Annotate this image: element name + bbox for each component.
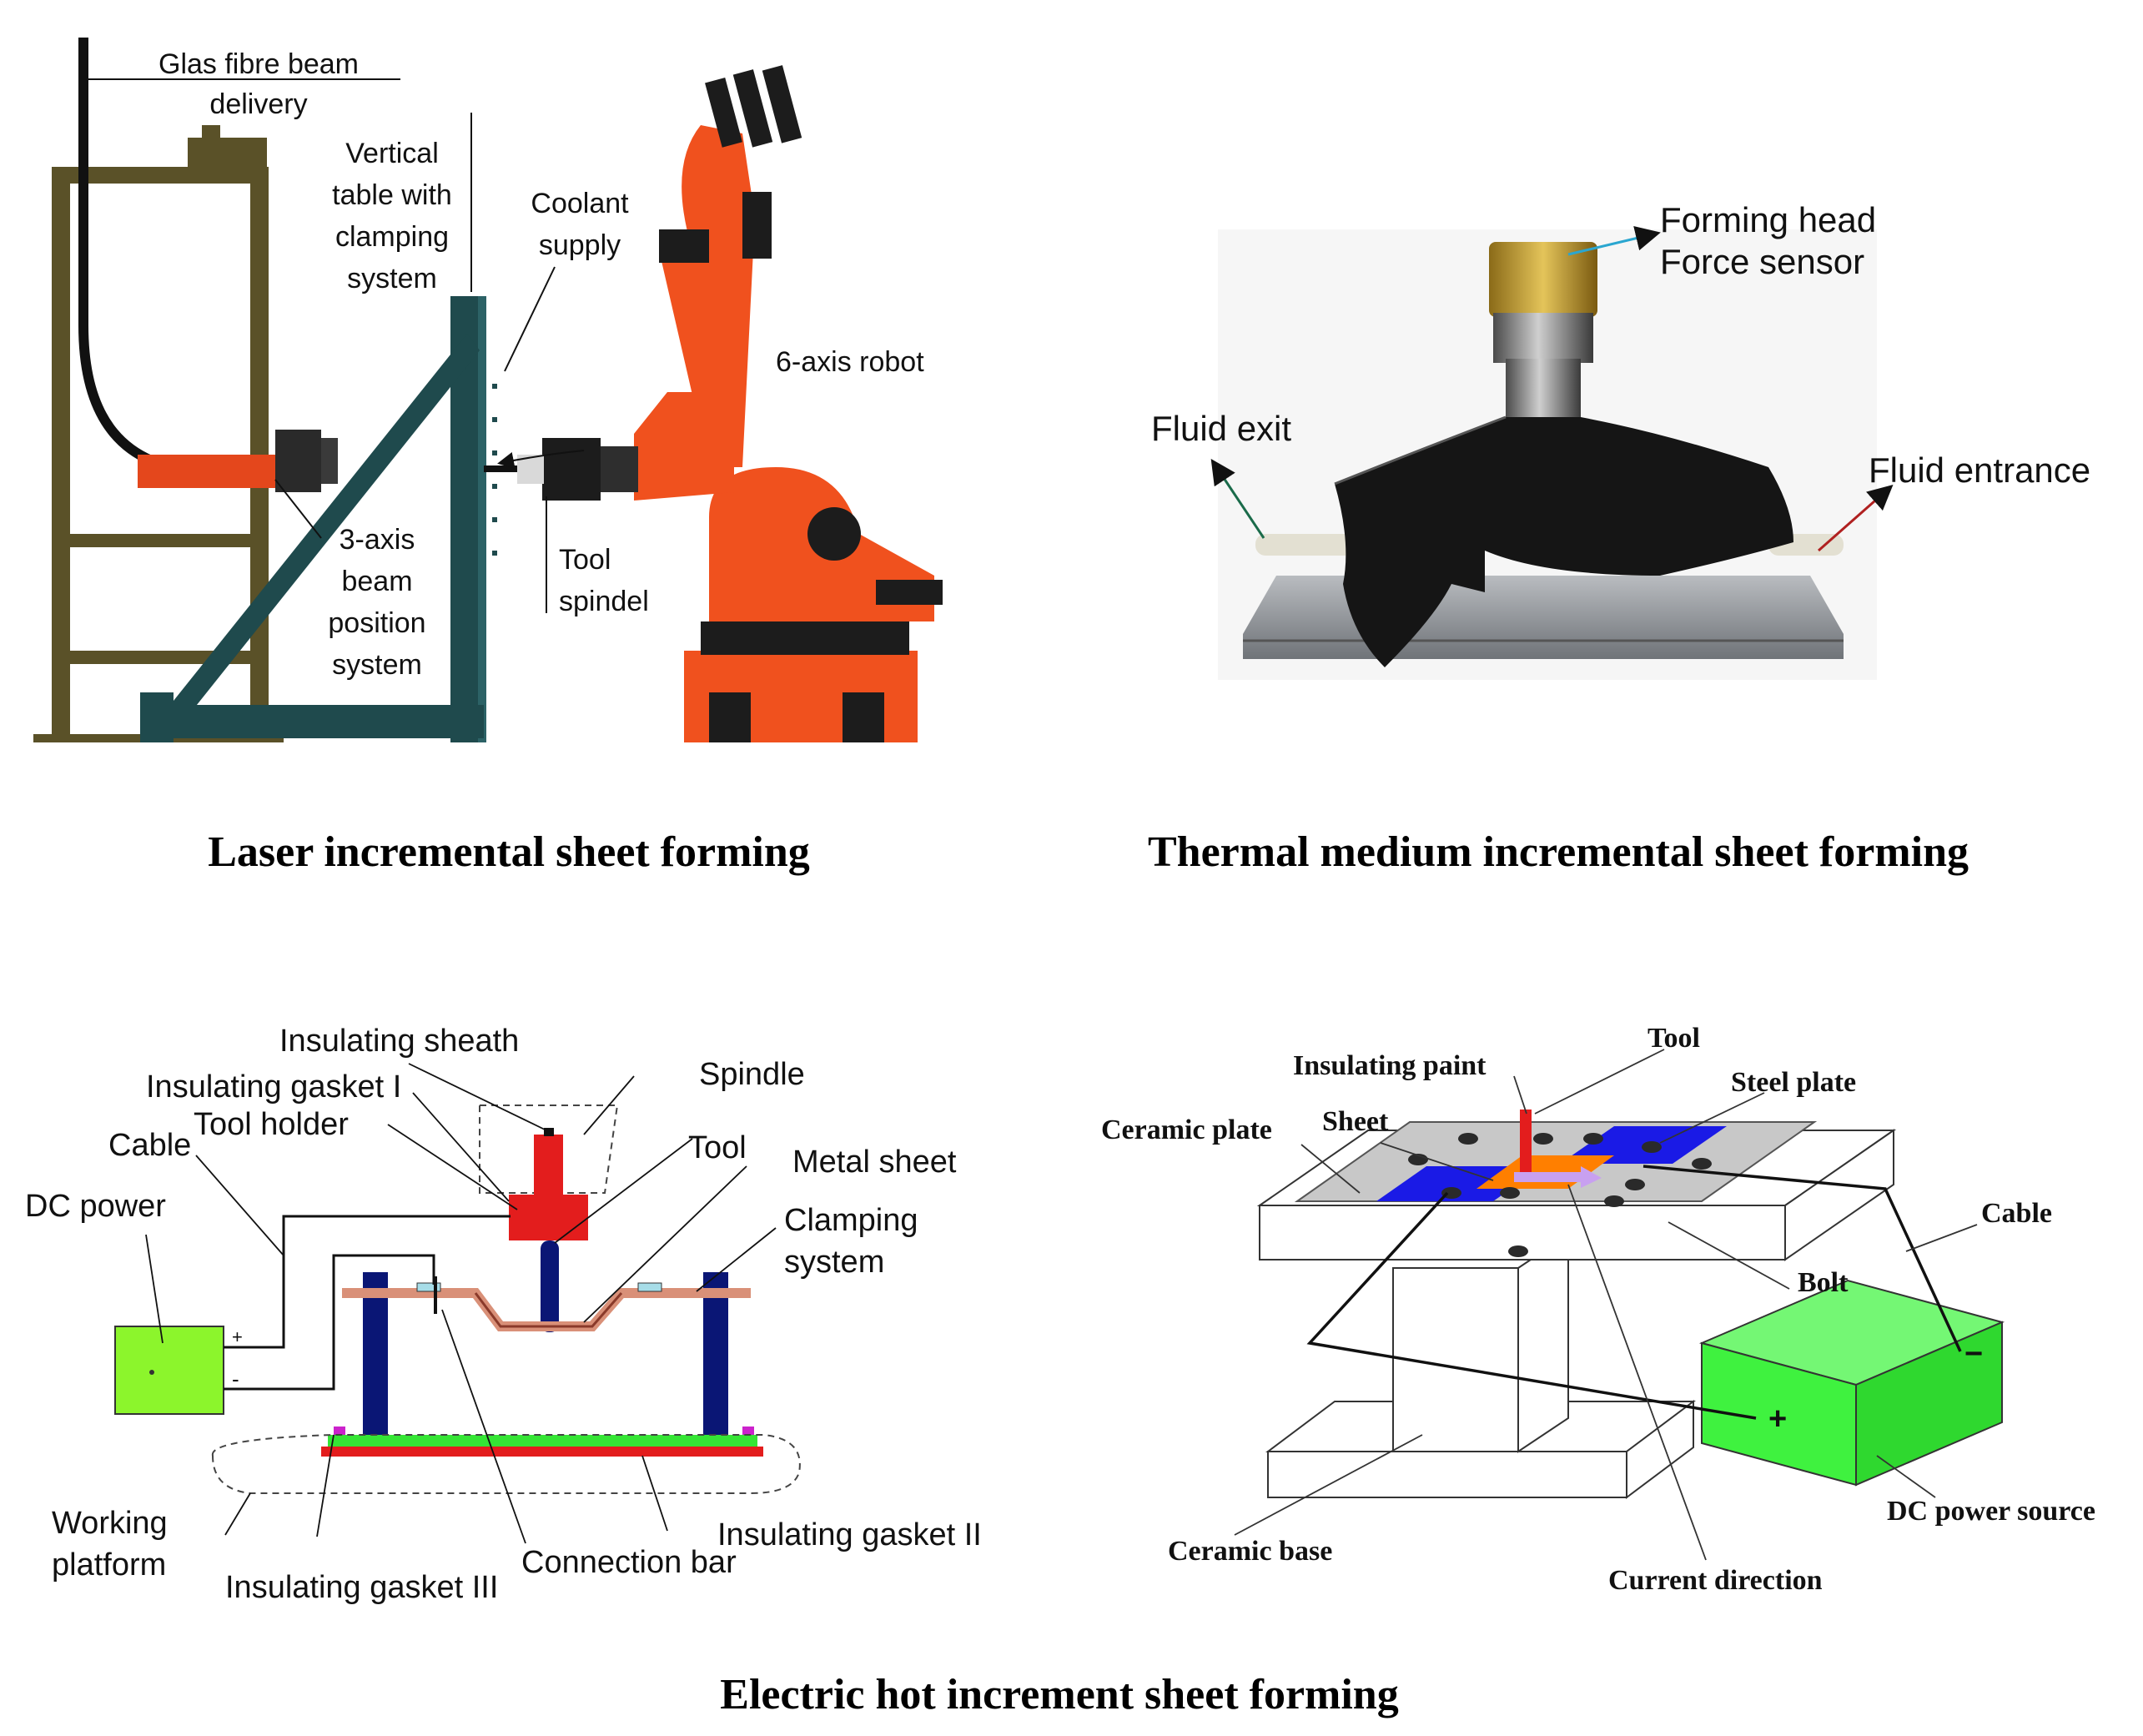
label-robot: 6-axis robot bbox=[776, 346, 924, 378]
right-leaders bbox=[1234, 1049, 1978, 1561]
label-spindle: Spindle bbox=[699, 1057, 805, 1092]
tool-holder bbox=[534, 1135, 563, 1197]
label-right-tool: Tool bbox=[1647, 1023, 1700, 1054]
left-column bbox=[363, 1272, 388, 1435]
tool bbox=[541, 1240, 559, 1332]
label-tool-holder: Tool holder bbox=[194, 1107, 349, 1142]
label-insulating-gasket-2: Insulating gasket II bbox=[717, 1517, 982, 1552]
dc-source-minus: − bbox=[1964, 1336, 1983, 1371]
label-glass-fibre-2: delivery bbox=[209, 88, 307, 120]
laser-leaders bbox=[83, 78, 585, 613]
force-sensor bbox=[1493, 313, 1593, 363]
work-table bbox=[1243, 576, 1844, 659]
label-working-1: Working bbox=[52, 1506, 168, 1541]
label-fluid-entrance: Fluid entrance bbox=[1869, 450, 2090, 490]
label-vertical-2: table with bbox=[332, 179, 452, 211]
label-insulating-paint: Insulating paint bbox=[1293, 1050, 1487, 1081]
left-leaders bbox=[145, 1063, 777, 1544]
label-spindel-1: Tool bbox=[559, 544, 611, 576]
forming-head bbox=[1489, 242, 1597, 317]
electric-left-panel: + - Insulating sheath Insulating gasket … bbox=[25, 1024, 982, 1605]
working-platform-outline bbox=[211, 1434, 801, 1494]
dc-plus: + bbox=[232, 1326, 243, 1347]
current-arrow bbox=[1514, 1166, 1602, 1188]
caption-thermal: Thermal medium incremental sheet forming bbox=[1148, 828, 1969, 876]
label-forming-head: Forming head bbox=[1660, 200, 1876, 239]
fluid-exit-hose bbox=[1255, 534, 1364, 556]
label-beam-pos-2: beam bbox=[341, 566, 412, 597]
thermal-arrows bbox=[1210, 225, 1894, 552]
spindle-outline bbox=[479, 1104, 619, 1194]
laser-panel: Glas fibre beam delivery Vertical table … bbox=[33, 38, 943, 876]
label-right-cable: Cable bbox=[1981, 1198, 2052, 1229]
electric-right-panel: + − Tool Insulating paint Steel plate Ce… bbox=[1101, 1023, 2095, 1596]
label-vertical-3: clamping bbox=[335, 221, 449, 253]
caption-laser: Laser incremental sheet forming bbox=[208, 828, 810, 876]
label-dc-power-source: DC power source bbox=[1887, 1496, 2095, 1527]
label-insulating-sheath: Insulating sheath bbox=[279, 1024, 519, 1059]
label-clamping-2: system bbox=[784, 1245, 884, 1280]
label-tool: Tool bbox=[688, 1130, 747, 1165]
label-clamping-1: Clamping bbox=[784, 1203, 918, 1238]
right-column bbox=[703, 1272, 728, 1435]
label-bolt: Bolt bbox=[1798, 1267, 1849, 1298]
label-insulating-gasket-3: Insulating gasket III bbox=[225, 1570, 498, 1605]
bolts bbox=[1408, 1133, 1712, 1257]
thermal-panel: Forming head Force sensor Fluid exit Flu… bbox=[1148, 200, 2090, 876]
laser-frame bbox=[33, 125, 284, 742]
label-ceramic-plate: Ceramic plate bbox=[1101, 1115, 1272, 1145]
vertical-table bbox=[140, 296, 497, 742]
right-cables bbox=[1306, 1165, 1962, 1420]
label-working-2: platform bbox=[52, 1547, 166, 1583]
label-fluid-exit: Fluid exit bbox=[1151, 409, 1291, 448]
black-cloth bbox=[1335, 417, 1793, 667]
label-steel-plate: Steel plate bbox=[1731, 1067, 1856, 1098]
dc-power-box bbox=[114, 1326, 224, 1415]
label-sheet: Sheet bbox=[1322, 1106, 1389, 1137]
glass-fibre-cable bbox=[78, 38, 205, 476]
base-plate bbox=[328, 1435, 757, 1447]
dc-source-plus: + bbox=[1768, 1401, 1787, 1437]
six-axis-robot bbox=[484, 65, 943, 742]
label-coolant-2: supply bbox=[539, 229, 621, 261]
label-force-sensor: Force sensor bbox=[1660, 242, 1864, 281]
label-coolant-1: Coolant bbox=[531, 188, 629, 219]
label-current-direction: Current direction bbox=[1608, 1565, 1823, 1596]
label-connection-bar: Connection bar bbox=[521, 1545, 737, 1580]
label-vertical-4: system bbox=[347, 263, 437, 294]
tool-rod bbox=[1520, 1110, 1532, 1172]
label-glass-fibre-1: Glas fibre beam bbox=[158, 48, 359, 80]
dc-source-side bbox=[1855, 1321, 2003, 1487]
label-dc-power: DC power bbox=[25, 1189, 166, 1224]
left-cables bbox=[224, 1215, 511, 1391]
label-beam-pos-4: system bbox=[332, 649, 422, 681]
label-insulating-gasket-1: Insulating gasket I bbox=[146, 1069, 401, 1104]
label-beam-pos-1: 3-axis bbox=[340, 524, 415, 556]
label-cable: Cable bbox=[108, 1128, 191, 1163]
label-spindel-2: spindel bbox=[559, 586, 649, 617]
label-metal-sheet: Metal sheet bbox=[792, 1145, 957, 1180]
label-ceramic-base: Ceramic base bbox=[1168, 1536, 1332, 1567]
caption-electric: Electric hot increment sheet forming bbox=[720, 1671, 1398, 1718]
dc-minus: - bbox=[232, 1366, 239, 1391]
label-vertical-1: Vertical bbox=[345, 138, 439, 169]
label-beam-pos-3: position bbox=[328, 607, 425, 639]
